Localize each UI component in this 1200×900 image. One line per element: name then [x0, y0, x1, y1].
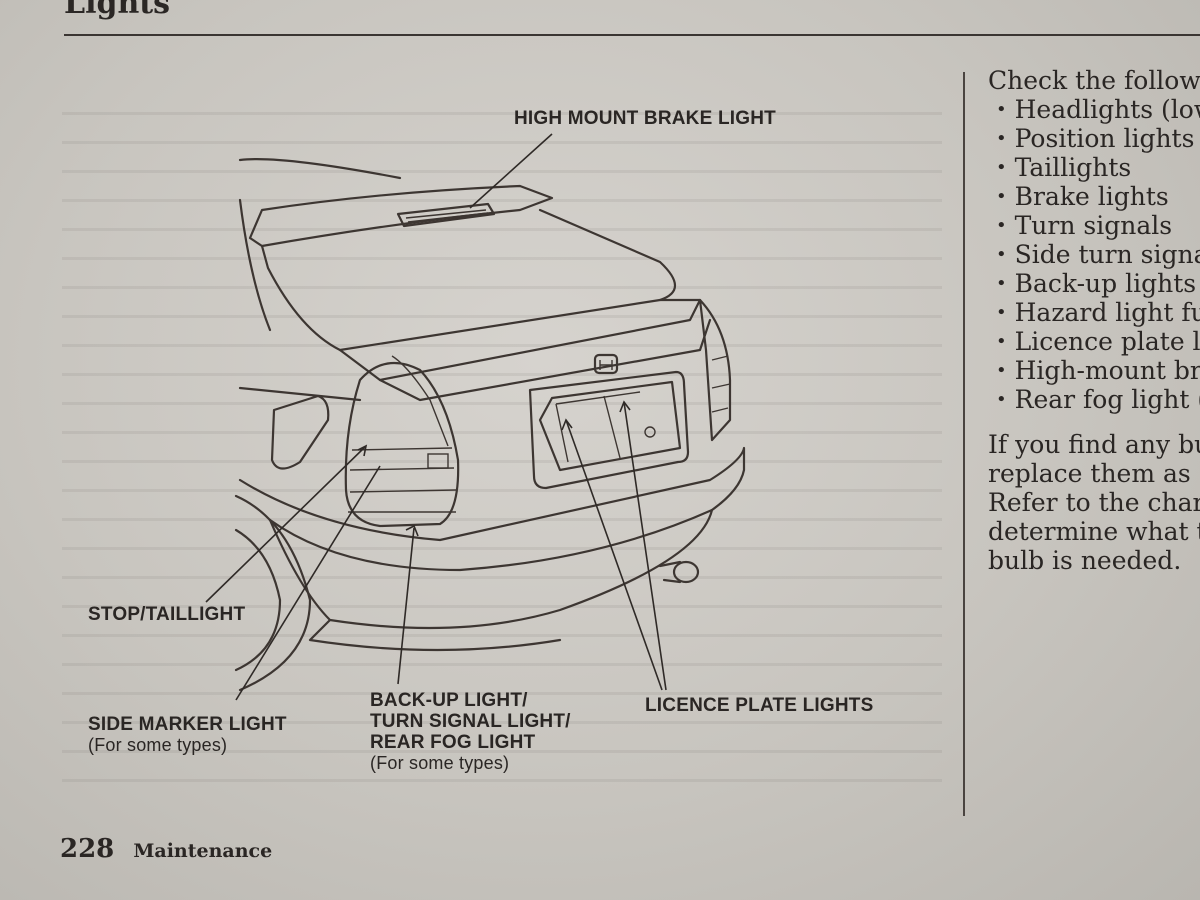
- list-item: Rear fog light (: [988, 385, 1200, 414]
- page-footer: 228 Maintenance: [60, 834, 272, 864]
- para-line: Refer to the chart: [988, 488, 1200, 517]
- list-item: Brake lights: [988, 182, 1200, 211]
- rear-wheel: [234, 494, 312, 692]
- rear-glass: [260, 208, 677, 352]
- leader-high-mount: [469, 133, 553, 209]
- list-item: Side turn signal: [988, 240, 1200, 269]
- rear-bumper: [238, 446, 746, 572]
- right-taillight: [698, 298, 732, 442]
- label-high-mount-brake-light: HIGH MOUNT BRAKE LIGHT: [514, 108, 776, 129]
- list-item: Taillights: [988, 153, 1200, 182]
- leader-side-marker: [235, 465, 381, 701]
- list-item: Back-up lights: [988, 269, 1200, 298]
- rear-spoiler: [248, 184, 554, 248]
- list-item: High-mount bra: [988, 356, 1200, 385]
- roof-line: [238, 158, 402, 180]
- para-line: If you find any bu: [988, 430, 1200, 459]
- page-title: Lights: [64, 0, 171, 21]
- label-licence-plate-lights: LICENCE PLATE LIGHTS: [645, 695, 874, 716]
- licence-plate-recess: [528, 370, 690, 490]
- label-stop-taillight: STOP/TAILLIGHT: [88, 604, 246, 625]
- list-item: Headlights (low: [988, 95, 1200, 124]
- backup-line-2: TURN SIGNAL LIGHT/: [370, 711, 571, 732]
- leader-licence-2: [623, 401, 667, 691]
- backup-line-1: BACK-UP LIGHT/: [370, 690, 528, 711]
- side-marker-note: (For some types): [88, 735, 228, 755]
- leader-licence-1: [565, 419, 663, 691]
- page-number: 228: [60, 834, 115, 864]
- footer-section: Maintenance: [133, 840, 273, 862]
- list-item: Licence plate li: [988, 327, 1200, 356]
- para-line: bulb is needed.: [988, 546, 1182, 575]
- light-checklist: Headlights (low Position lights Tailligh…: [988, 95, 1200, 414]
- body-side: [238, 198, 362, 402]
- leader-stop-tail: [205, 445, 367, 603]
- backup-note: (For some types): [370, 753, 510, 773]
- list-item: Turn signals: [988, 211, 1200, 240]
- backup-line-3: REAR FOG LIGHT: [370, 732, 536, 753]
- check-intro: Check the followi: [988, 66, 1200, 95]
- side-marker-title: SIDE MARKER LIGHT: [88, 714, 287, 735]
- hatch-panel: [338, 298, 702, 382]
- label-backup-turn-fog: BACK-UP LIGHT/ TURN SIGNAL LIGHT/ REAR F…: [370, 690, 571, 774]
- list-item: Position lights: [988, 124, 1200, 153]
- leader-backup: [397, 527, 415, 685]
- label-side-marker-light: SIDE MARKER LIGHT (For some types): [88, 714, 287, 756]
- para-line: replace them as s: [988, 459, 1200, 488]
- stop-taillight: [344, 361, 460, 528]
- header-rule: [64, 34, 1200, 36]
- para-line: determine what t: [988, 517, 1200, 546]
- bulb-paragraph: If you find any bu replace them as s Ref…: [988, 430, 1200, 575]
- licence-plate-bracket: [555, 391, 641, 463]
- bleed-through-text: [62, 90, 942, 790]
- high-mount-brake-light: [396, 202, 496, 228]
- honda-emblem: [593, 353, 619, 375]
- right-column-text: Check the followi Headlights (low Positi…: [988, 66, 1200, 575]
- fuel-door: [270, 394, 330, 470]
- column-divider: [963, 72, 965, 816]
- exhaust-tip: [672, 560, 700, 584]
- list-item: Hazard light fu: [988, 298, 1200, 327]
